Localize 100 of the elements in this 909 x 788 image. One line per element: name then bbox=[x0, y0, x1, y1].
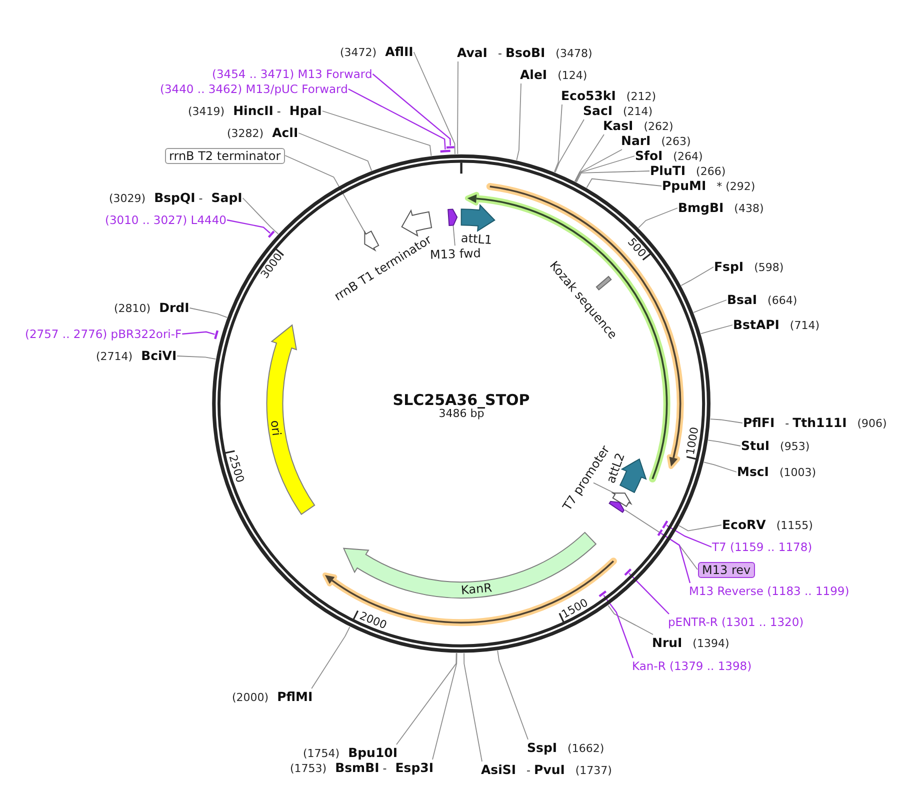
feature-block bbox=[607, 499, 626, 514]
leader-line bbox=[348, 88, 446, 150]
leader-line bbox=[575, 156, 635, 182]
leader-line bbox=[311, 626, 350, 689]
leader-line bbox=[603, 594, 634, 658]
leader-line bbox=[700, 324, 733, 334]
leader-line bbox=[638, 208, 678, 228]
leader-line bbox=[586, 178, 662, 188]
leader-line bbox=[661, 533, 691, 584]
leader-line bbox=[226, 219, 270, 234]
leader-line bbox=[680, 266, 714, 286]
plasmid-name: SLC25A36_STOP bbox=[392, 390, 530, 408]
restriction-site-label: BmgBI (438) bbox=[678, 200, 764, 216]
primer-mark bbox=[444, 144, 456, 151]
leader-line bbox=[554, 119, 584, 173]
feature-tag: rrnB T2 terminator bbox=[165, 148, 285, 164]
leader-line bbox=[176, 356, 216, 360]
feature-tag: M13 rev bbox=[698, 562, 755, 578]
restriction-site-label: (3029) BspQI - SapI bbox=[109, 190, 242, 206]
restriction-site-label: (3472) AflII bbox=[340, 44, 414, 60]
primer-mark bbox=[655, 527, 665, 538]
primer-mark bbox=[212, 328, 221, 341]
leader-line bbox=[182, 331, 215, 335]
primer-mark bbox=[660, 518, 670, 531]
leader-line bbox=[516, 83, 522, 161]
leader-line bbox=[452, 225, 456, 246]
restriction-site-label: (1753) BsmBI - Esp3I bbox=[290, 760, 434, 776]
restriction-site-label: AleI (124) bbox=[520, 67, 588, 83]
leader-line bbox=[457, 61, 458, 154]
leader-line bbox=[372, 74, 451, 146]
restriction-site-label: AvaI - BsoBI (3478) bbox=[457, 45, 592, 61]
restriction-site-label: PluTI (266) bbox=[650, 163, 726, 179]
primer-mark bbox=[438, 148, 452, 155]
leader-line bbox=[710, 418, 743, 424]
primer-label: (3454 .. 3471) M13 Forward bbox=[212, 66, 372, 82]
leader-line bbox=[242, 198, 279, 234]
restriction-site-label: AsiSI - PvuI (1737) bbox=[481, 762, 612, 778]
restriction-site-label: SacI (214) bbox=[583, 103, 653, 119]
feature-label: KanR bbox=[460, 580, 492, 598]
leader-line bbox=[666, 524, 712, 548]
primer-mark bbox=[597, 589, 609, 599]
leader-line bbox=[693, 300, 727, 313]
leader-line bbox=[432, 652, 458, 760]
leader-line bbox=[322, 110, 432, 156]
restriction-site-label: StuI (953) bbox=[741, 438, 810, 454]
primer-label: (2757 .. 2776) pBR322ori-F bbox=[25, 326, 182, 342]
leader-line bbox=[608, 604, 654, 635]
restriction-site-label: MscI (1003) bbox=[737, 464, 816, 480]
restriction-site-label: (1754) Bpu10I bbox=[303, 745, 398, 761]
primer-label: (3440 .. 3462) M13/pUC Forward bbox=[160, 82, 348, 96]
primer-mark bbox=[266, 229, 277, 240]
restriction-site-label: (2714) BciVI bbox=[96, 348, 177, 364]
primer-label: T7 (1159 .. 1178) bbox=[712, 540, 812, 554]
leader-line bbox=[554, 104, 562, 172]
feature-label: attL1 bbox=[460, 230, 492, 248]
restriction-site-label: FspI (598) bbox=[714, 259, 784, 275]
tick-label: 500 bbox=[624, 236, 649, 261]
feature-bar bbox=[594, 275, 613, 292]
restriction-site-label: BstAPI (714) bbox=[733, 317, 820, 333]
restriction-site-label: SfoI (264) bbox=[635, 148, 703, 164]
leader-line bbox=[576, 170, 650, 183]
leader-line bbox=[708, 440, 741, 446]
leader-line bbox=[284, 155, 366, 234]
leader-line bbox=[703, 462, 737, 472]
feature-block bbox=[400, 209, 434, 238]
leader-line bbox=[678, 524, 722, 532]
primer-mark bbox=[622, 567, 634, 578]
feature-block bbox=[459, 203, 497, 233]
feature-block bbox=[446, 207, 459, 228]
feature-label: M13 fwd bbox=[429, 246, 481, 262]
leader-line bbox=[574, 149, 622, 182]
leader-line bbox=[593, 482, 616, 494]
restriction-site-label: BsaI (664) bbox=[727, 292, 798, 308]
leader-line bbox=[413, 52, 456, 155]
leader-line bbox=[497, 650, 528, 740]
restriction-site-label: (3282) AclI bbox=[227, 125, 298, 141]
restriction-site-label: NarI (263) bbox=[621, 133, 691, 149]
primer-label: M13 Reverse (1183 .. 1199) bbox=[689, 584, 850, 598]
feature-block bbox=[611, 491, 633, 508]
restriction-site-label: (3419) HincII - HpaI bbox=[188, 103, 322, 119]
primer-label: pENTR-R (1301 .. 1320) bbox=[668, 614, 804, 630]
primer-label: Kan-R (1379 .. 1398) bbox=[632, 658, 752, 674]
restriction-site-label: Eco53kI (212) bbox=[561, 88, 656, 104]
restriction-site-label: PflFI - Tth111I (906) bbox=[743, 415, 887, 431]
tick-label: 2000 bbox=[356, 608, 388, 632]
leader-line bbox=[574, 134, 604, 182]
restriction-site-label: PpuMI* (292) bbox=[662, 178, 756, 194]
restriction-site-label: NruI (1394) bbox=[652, 635, 730, 651]
primer-label: (3010 .. 3027) L4440 bbox=[105, 212, 226, 228]
tick-label: 1000 bbox=[684, 426, 702, 456]
leader-line bbox=[189, 308, 228, 318]
restriction-site-label: (2810) DrdI bbox=[114, 300, 190, 316]
leader-line bbox=[298, 132, 372, 172]
leader-line bbox=[396, 652, 457, 745]
restriction-site-label: EcoRV (1155) bbox=[722, 517, 813, 533]
feature-label: ori bbox=[267, 419, 284, 437]
restriction-site-label: SspI (1662) bbox=[527, 740, 604, 756]
leader-line bbox=[628, 572, 670, 614]
restriction-site-label: KasI (262) bbox=[603, 118, 674, 134]
plasmid-length: 3486 bp bbox=[438, 407, 484, 421]
